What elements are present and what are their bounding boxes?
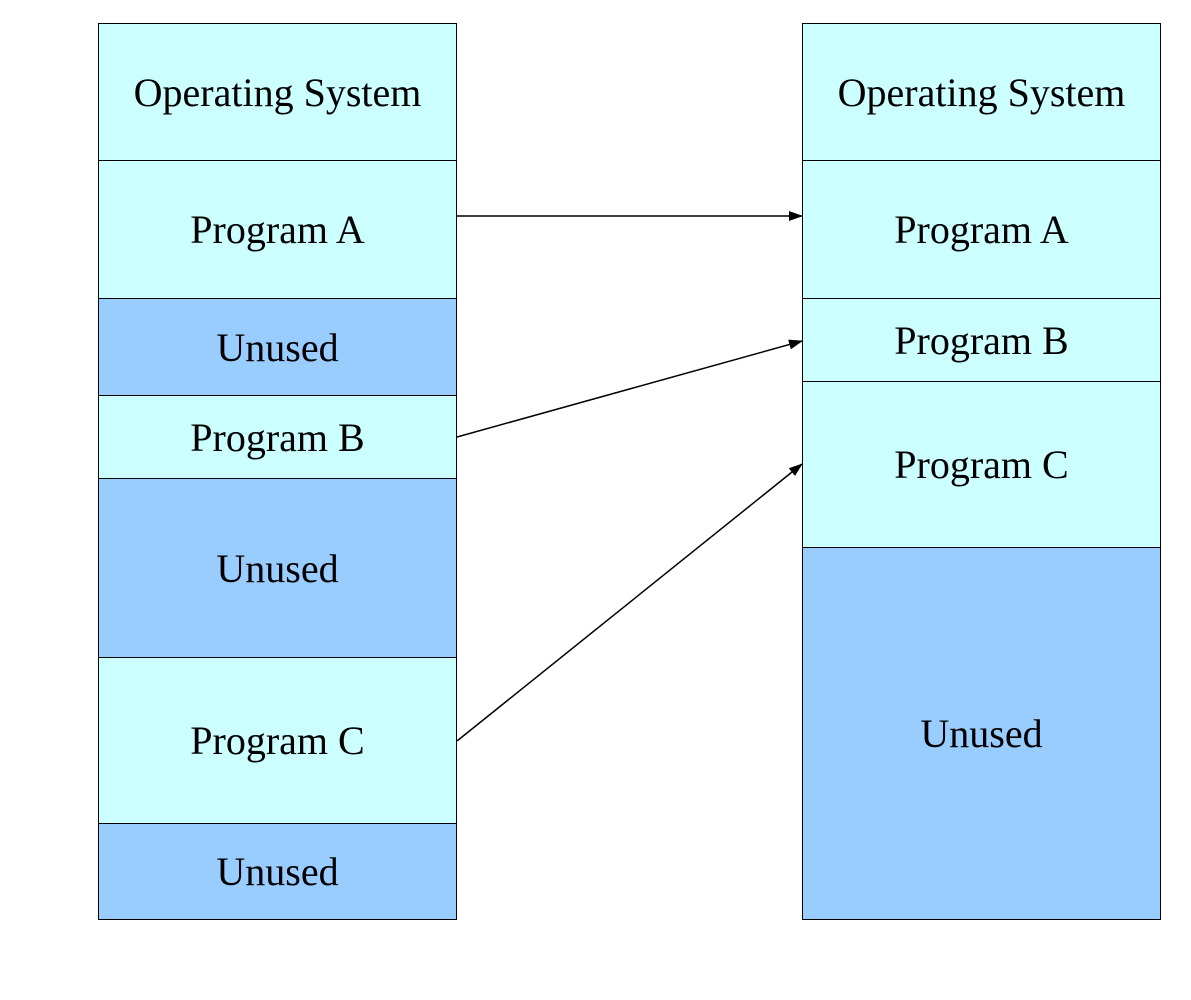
block-label: Program B <box>190 414 365 460</box>
memory-block-operating-system: Operating System <box>98 23 457 161</box>
block-label: Unused <box>216 324 339 370</box>
block-label: Program A <box>190 207 365 252</box>
memory-block-unused: Unused <box>98 299 457 396</box>
memory-before-column: Operating System Program A Unused Progra… <box>98 23 457 920</box>
move-arrow-program-c <box>456 463 803 742</box>
block-label: Program C <box>190 718 365 763</box>
memory-block-operating-system: Operating System <box>802 23 1161 161</box>
memory-block-unused: Unused <box>98 479 457 658</box>
memory-block-program-b: Program B <box>98 396 457 479</box>
block-label: Program B <box>894 317 1069 363</box>
move-arrow-program-b <box>456 339 803 438</box>
memory-after-column: Operating System Program A Program B Pro… <box>802 23 1161 920</box>
memory-block-program-c: Program C <box>98 658 457 824</box>
memory-block-program-b: Program B <box>802 299 1161 382</box>
block-label: Unused <box>216 849 339 894</box>
memory-block-unused: Unused <box>98 824 457 920</box>
block-label: Program A <box>894 207 1069 252</box>
block-label: Program C <box>894 442 1069 487</box>
memory-block-unused: Unused <box>802 548 1161 920</box>
block-label: Unused <box>216 545 339 591</box>
memory-block-program-c: Program C <box>802 382 1161 548</box>
block-label: Operating System <box>837 69 1126 115</box>
block-label: Operating System <box>133 69 422 115</box>
memory-block-program-a: Program A <box>98 161 457 299</box>
memory-block-program-a: Program A <box>802 161 1161 299</box>
block-label: Unused <box>920 711 1043 756</box>
